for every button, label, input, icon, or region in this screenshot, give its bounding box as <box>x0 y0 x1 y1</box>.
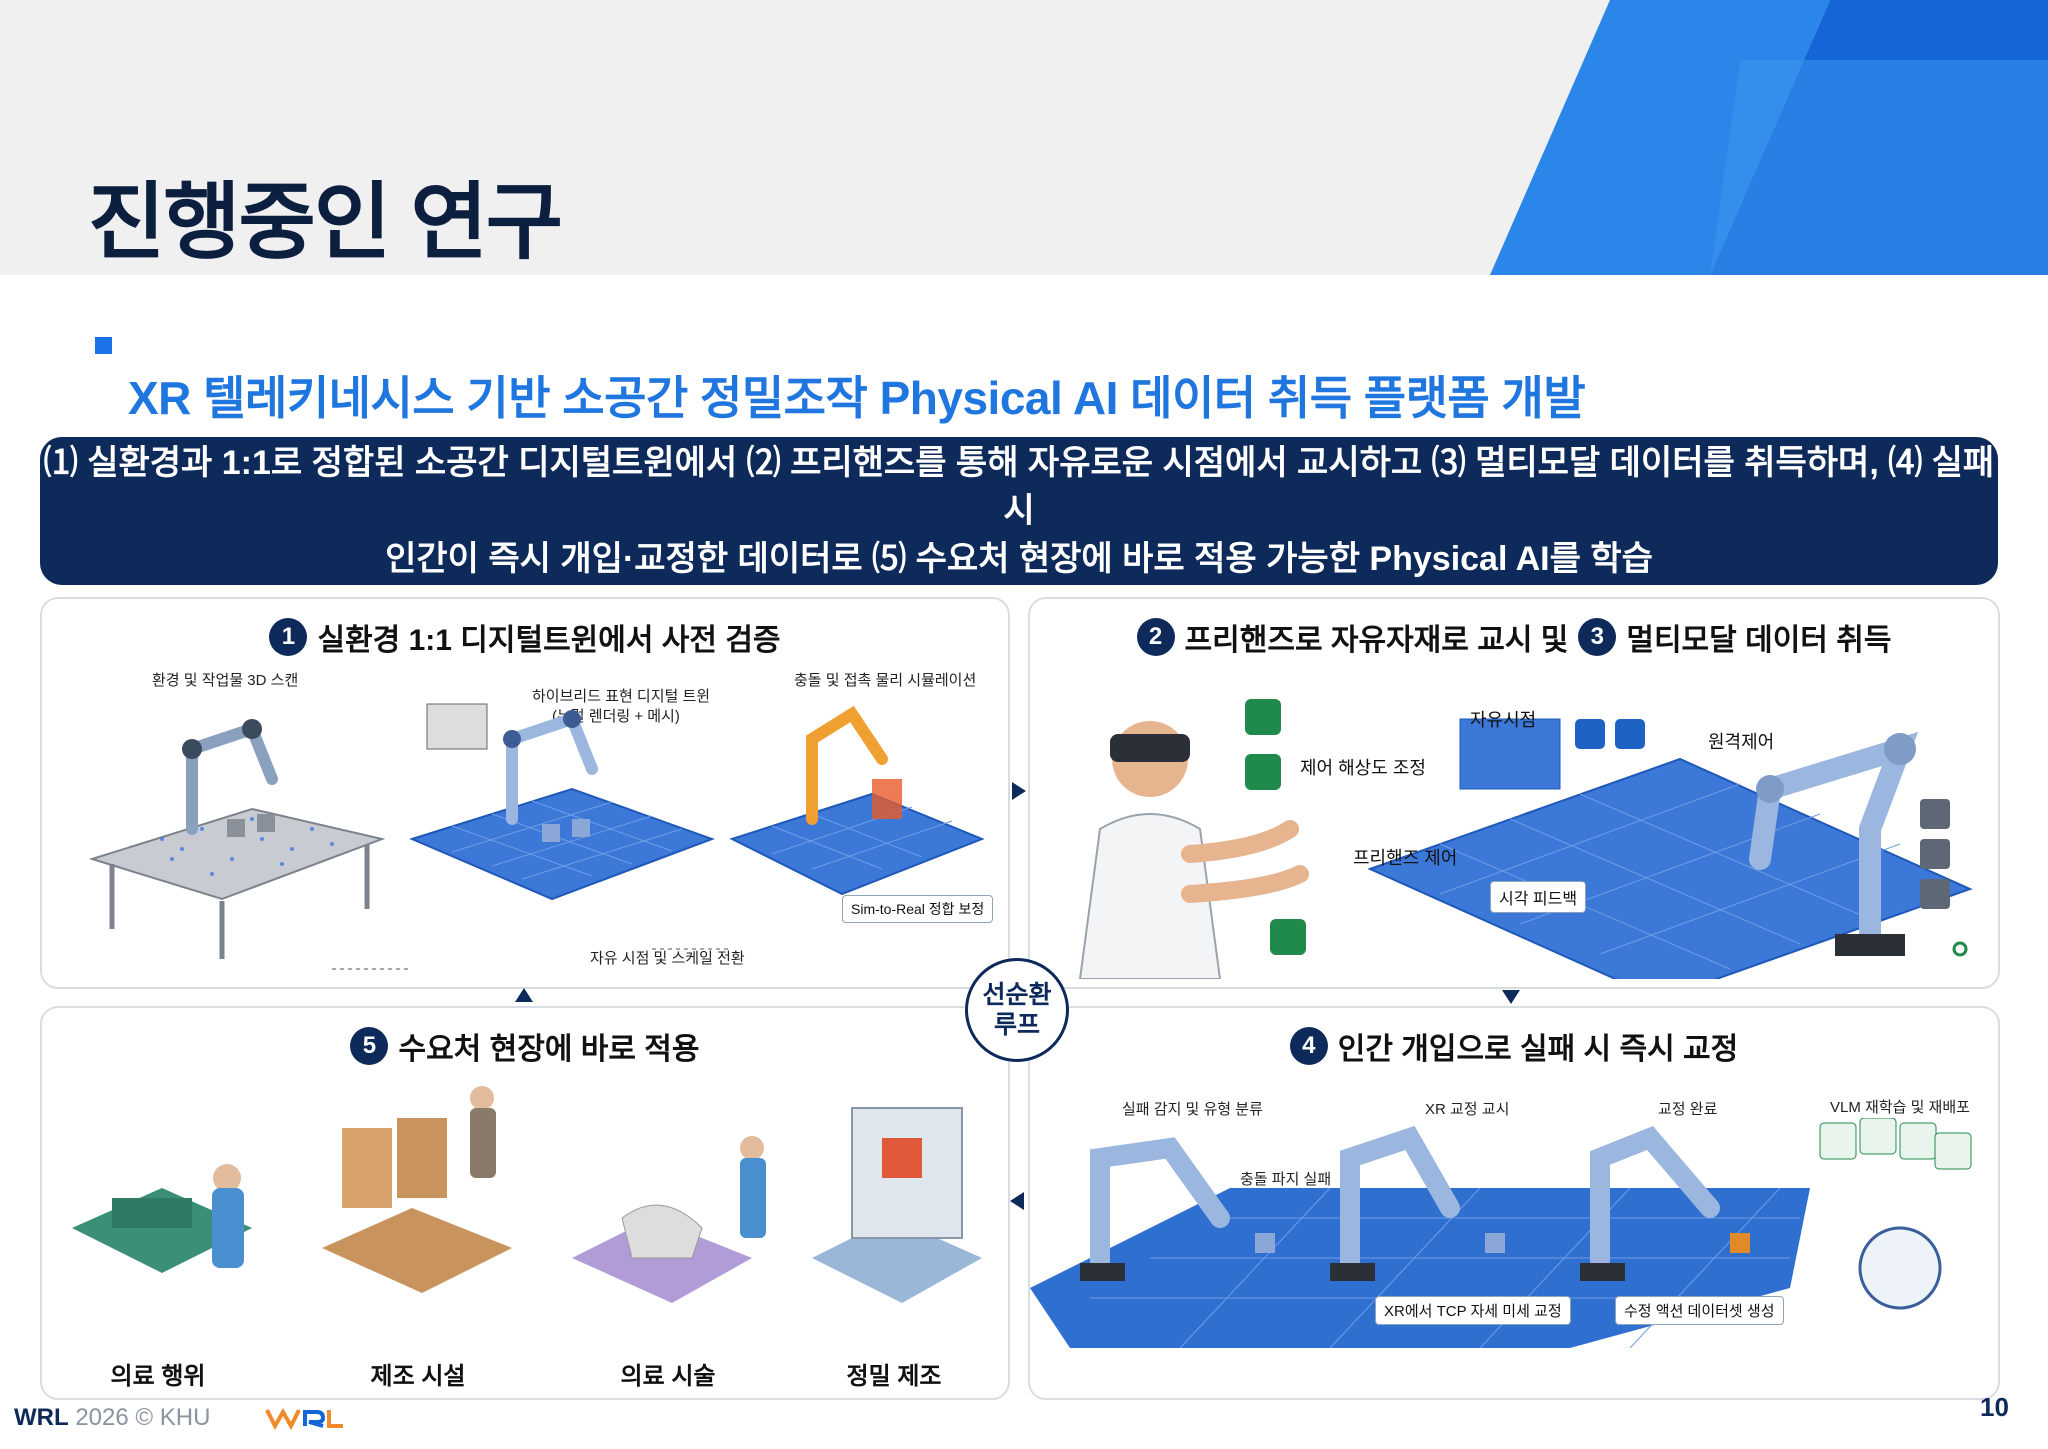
label-dataset-generation: 수정 액션 데이터셋 생성 <box>1615 1296 1784 1325</box>
site-medical-procedure: 의료 시술 <box>620 1363 716 1390</box>
panel-freehand-teaching: 2 프리핸즈로 자유자재로 교시 및 3 멀티모달 데이터 취득 <box>1028 597 2000 989</box>
footer-copyright-text: 2026 © KHU <box>75 1404 211 1431</box>
panel-3-title-text: 멀티모달 데이터 취득 <box>1626 624 1892 657</box>
panel-digital-twin: 1 실환경 1:1 디지털트윈에서 사전 검증 환경 및 작업물 3D 스캔 하… <box>40 597 1010 989</box>
panel-2-title-text: 프리핸즈로 자유자재로 교시 및 <box>1184 624 1569 657</box>
arrow-right-icon <box>1012 782 1026 800</box>
caption-vlm-retrain: VLM 재학습 및 재배포 <box>1830 1099 1970 1116</box>
step-number-1: 1 <box>269 618 308 656</box>
caption-correction-done: 교정 완료 <box>1658 1101 1718 1118</box>
label-freehand-control: 프리핸즈 제어 <box>1353 848 1458 868</box>
label-free-viewpoint: 자유시점 <box>1470 710 1537 730</box>
panel-5-title-text: 수요처 현장에 바로 적용 <box>398 1033 700 1066</box>
caption-free-viewpoint: 자유 시점 및 스케일 전환 <box>590 950 745 967</box>
page-title: 진행중인 연구 <box>88 175 563 269</box>
loop-line-2: 루프 <box>993 1011 1040 1039</box>
panel-1-title-text: 실환경 1:1 디지털트윈에서 사전 검증 <box>317 624 781 657</box>
deployment-sites-illustration <box>72 1086 982 1303</box>
caption-hybrid-twin: 하이브리드 표현 디지털 트윈 <box>532 688 711 705</box>
panel-4-title: 4 인간 개입으로 실패 시 즉시 교정 <box>1030 1024 1998 1068</box>
label-remote-control: 원격제어 <box>1708 732 1775 752</box>
summary-line-1: ⑴ 실환경과 1:1로 정합된 소공간 디지털트윈에서 ⑵ 프리핸즈를 통해 자… <box>43 444 1995 530</box>
label-control-resolution: 제어 해상도 조정 <box>1300 758 1426 778</box>
label-sim-to-real: Sim-to-Real 정합 보정 <box>842 895 994 923</box>
freehand-teaching-illustration <box>1078 699 1973 979</box>
arrow-up-icon <box>515 988 533 1002</box>
page-number: 10 <box>1980 1392 2009 1422</box>
digital-twin-illustration <box>88 703 985 970</box>
site-manufacturing-facility: 제조 시설 <box>370 1363 466 1390</box>
step-number-5: 5 <box>350 1027 389 1065</box>
summary-line-2: 인간이 즉시 개입·교정한 데이터로 ⑸ 수요처 현장에 바로 적용 가능한 P… <box>385 540 1653 578</box>
virtuous-loop-badge: 선순환 루프 <box>965 958 1069 1062</box>
arrow-left-icon <box>1010 1192 1024 1210</box>
caption-physics-sim: 충돌 및 접촉 물리 시뮬레이션 <box>794 672 977 689</box>
label-visual-feedback: 시각 피드백 <box>1490 881 1587 913</box>
caption-3d-scan: 환경 및 작업물 3D 스캔 <box>152 672 299 689</box>
corner-decoration <box>1490 0 2048 275</box>
step-number-3: 3 <box>1578 618 1617 656</box>
bullet-square <box>95 337 112 354</box>
label-tcp-fine-tune: XR에서 TCP 자세 미세 교정 <box>1375 1296 1571 1325</box>
arrow-down-icon <box>1502 990 1520 1004</box>
summary-box: ⑴ 실환경과 1:1로 정합된 소공간 디지털트윈에서 ⑵ 프리핸즈를 통해 자… <box>40 437 1998 585</box>
caption-xr-teaching: XR 교정 교시 <box>1425 1101 1510 1118</box>
panel-5-title: 5 수요처 현장에 바로 적용 <box>42 1024 1008 1068</box>
section-title: XR 텔레키네시스 기반 소공간 정밀조작 Physical AI 데이터 취득… <box>128 372 1586 424</box>
loop-line-1: 선순환 <box>982 981 1052 1009</box>
footer-copyright: WRL 2026 © KHU <box>14 1404 210 1432</box>
wrl-logo-icon <box>265 1407 343 1430</box>
panel-2-title: 2 프리핸즈로 자유자재로 교시 및 3 멀티모달 데이터 취득 <box>1030 615 1998 659</box>
caption-collision-failure: 충돌 파지 실패 <box>1240 1171 1332 1188</box>
footer-brand: WRL <box>14 1404 69 1431</box>
caption-hybrid-sub: (뉴럴 렌더링 + 메시) <box>552 708 680 725</box>
caption-failure-detection: 실패 감지 및 유형 분류 <box>1122 1101 1263 1118</box>
step-number-4: 4 <box>1289 1027 1328 1065</box>
panel-1-title: 1 실환경 1:1 디지털트윈에서 사전 검증 <box>42 615 1008 659</box>
site-medical-practice: 의료 행위 <box>110 1363 206 1390</box>
panel-4-title-text: 인간 개입으로 실패 시 즉시 교정 <box>1337 1033 1739 1066</box>
site-precision-manufacturing: 정밀 제조 <box>846 1363 942 1390</box>
step-number-2: 2 <box>1136 618 1175 656</box>
panel-human-intervention: 4 인간 개입으로 실패 시 즉시 교정 실패 감지 및 유형 분류 충돌 파지… <box>1028 1006 2000 1400</box>
panel-deployment: 5 수요처 현장에 바로 적용 의료 행위 제조 시설 의료 시술 정밀 제조 <box>40 1006 1010 1400</box>
